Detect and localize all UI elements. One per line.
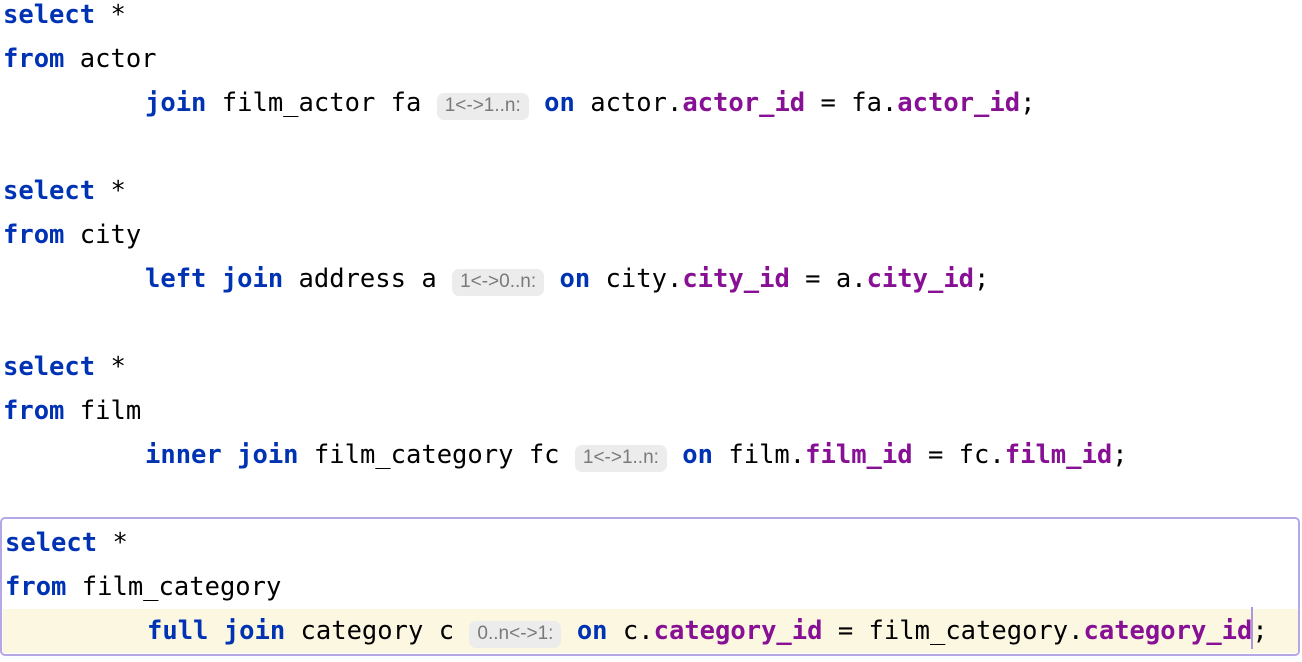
code-text: film. (713, 440, 806, 470)
code-line[interactable]: inner join film_category fc 1<->1..n: on… (3, 433, 1302, 477)
sql-keyword: left join (145, 264, 284, 294)
code-line-caret-row[interactable]: full join category c 0..n<->1: on c.cate… (3, 607, 1298, 653)
code-text: ; (1020, 88, 1036, 118)
code-text: * (95, 176, 126, 206)
column-identifier: city_id (866, 264, 975, 294)
code-text: film_category (66, 572, 282, 602)
code-text: film_actor fa (206, 88, 437, 118)
column-identifier: actor_id (897, 88, 1021, 118)
code-text: * (95, 352, 126, 382)
sql-keyword: full join (147, 616, 286, 646)
code-text: ; (1252, 616, 1268, 646)
code-text: actor (64, 44, 157, 74)
column-identifier: film_id (805, 440, 913, 470)
code-line[interactable]: left join address a 1<->0..n: on city.ci… (3, 257, 1302, 301)
join-cardinality-inlay-hint[interactable]: 1<->1..n: (436, 93, 529, 120)
code-text: = fc. (912, 440, 1005, 470)
code-text (544, 264, 559, 294)
column-identifier: actor_id (682, 88, 806, 118)
sql-keyword: on (682, 440, 714, 470)
sql-keyword: from (3, 396, 65, 426)
code-text: ; (1112, 440, 1128, 470)
sql-keyword: join (145, 88, 207, 118)
column-identifier: film_id (1004, 440, 1113, 470)
code-text: * (97, 528, 128, 558)
join-cardinality-inlay-hint[interactable]: 1<->0..n: (452, 269, 545, 296)
code-text: = film_category. (822, 616, 1084, 646)
code-line[interactable]: from city (3, 213, 1302, 257)
code-text: * (95, 0, 126, 30)
code-line[interactable]: join film_actor fa 1<->1..n: on actor.ac… (3, 81, 1302, 125)
code-line[interactable]: select * (3, 0, 1302, 37)
code-text (561, 616, 576, 646)
sql-keyword: from (3, 220, 65, 250)
code-text: = fa. (805, 88, 898, 118)
code-text: actor. (574, 88, 683, 118)
sql-keyword: select (3, 352, 96, 382)
code-text (529, 88, 544, 118)
code-text: address a (283, 264, 453, 294)
sql-keyword: on (576, 616, 608, 646)
sql-keyword: select (5, 528, 98, 558)
column-identifier: category_id (653, 616, 823, 646)
code-line[interactable]: from actor (3, 37, 1302, 81)
column-identifier: city_id (682, 264, 790, 294)
sql-keyword: from (5, 572, 67, 602)
sql-keyword: inner join (145, 440, 299, 470)
join-cardinality-inlay-hint[interactable]: 1<->1..n: (574, 445, 667, 472)
code-line[interactable]: from film_category (3, 565, 1298, 609)
code-text: film (64, 396, 142, 426)
code-text (667, 440, 682, 470)
sql-keyword: on (559, 264, 591, 294)
code-text: film_category fc (298, 440, 575, 470)
code-text: city. (590, 264, 683, 294)
code-text: category c (285, 616, 470, 646)
code-text: c. (607, 616, 654, 646)
column-identifier: category_id (1083, 616, 1253, 646)
code-line[interactable]: select * (3, 345, 1302, 389)
code-text: = a. (789, 264, 867, 294)
sql-keyword: from (3, 44, 65, 74)
join-cardinality-inlay-hint[interactable]: 0..n<->1: (469, 621, 562, 648)
code-line[interactable]: from film (3, 389, 1302, 433)
code-text: city (64, 220, 142, 250)
sql-keyword: select (3, 0, 96, 30)
code-line[interactable]: select * (3, 521, 1298, 565)
sql-keyword: select (3, 176, 96, 206)
sql-keyword: on (544, 88, 575, 118)
code-text: ; (974, 264, 990, 294)
code-line[interactable]: select * (3, 169, 1302, 213)
